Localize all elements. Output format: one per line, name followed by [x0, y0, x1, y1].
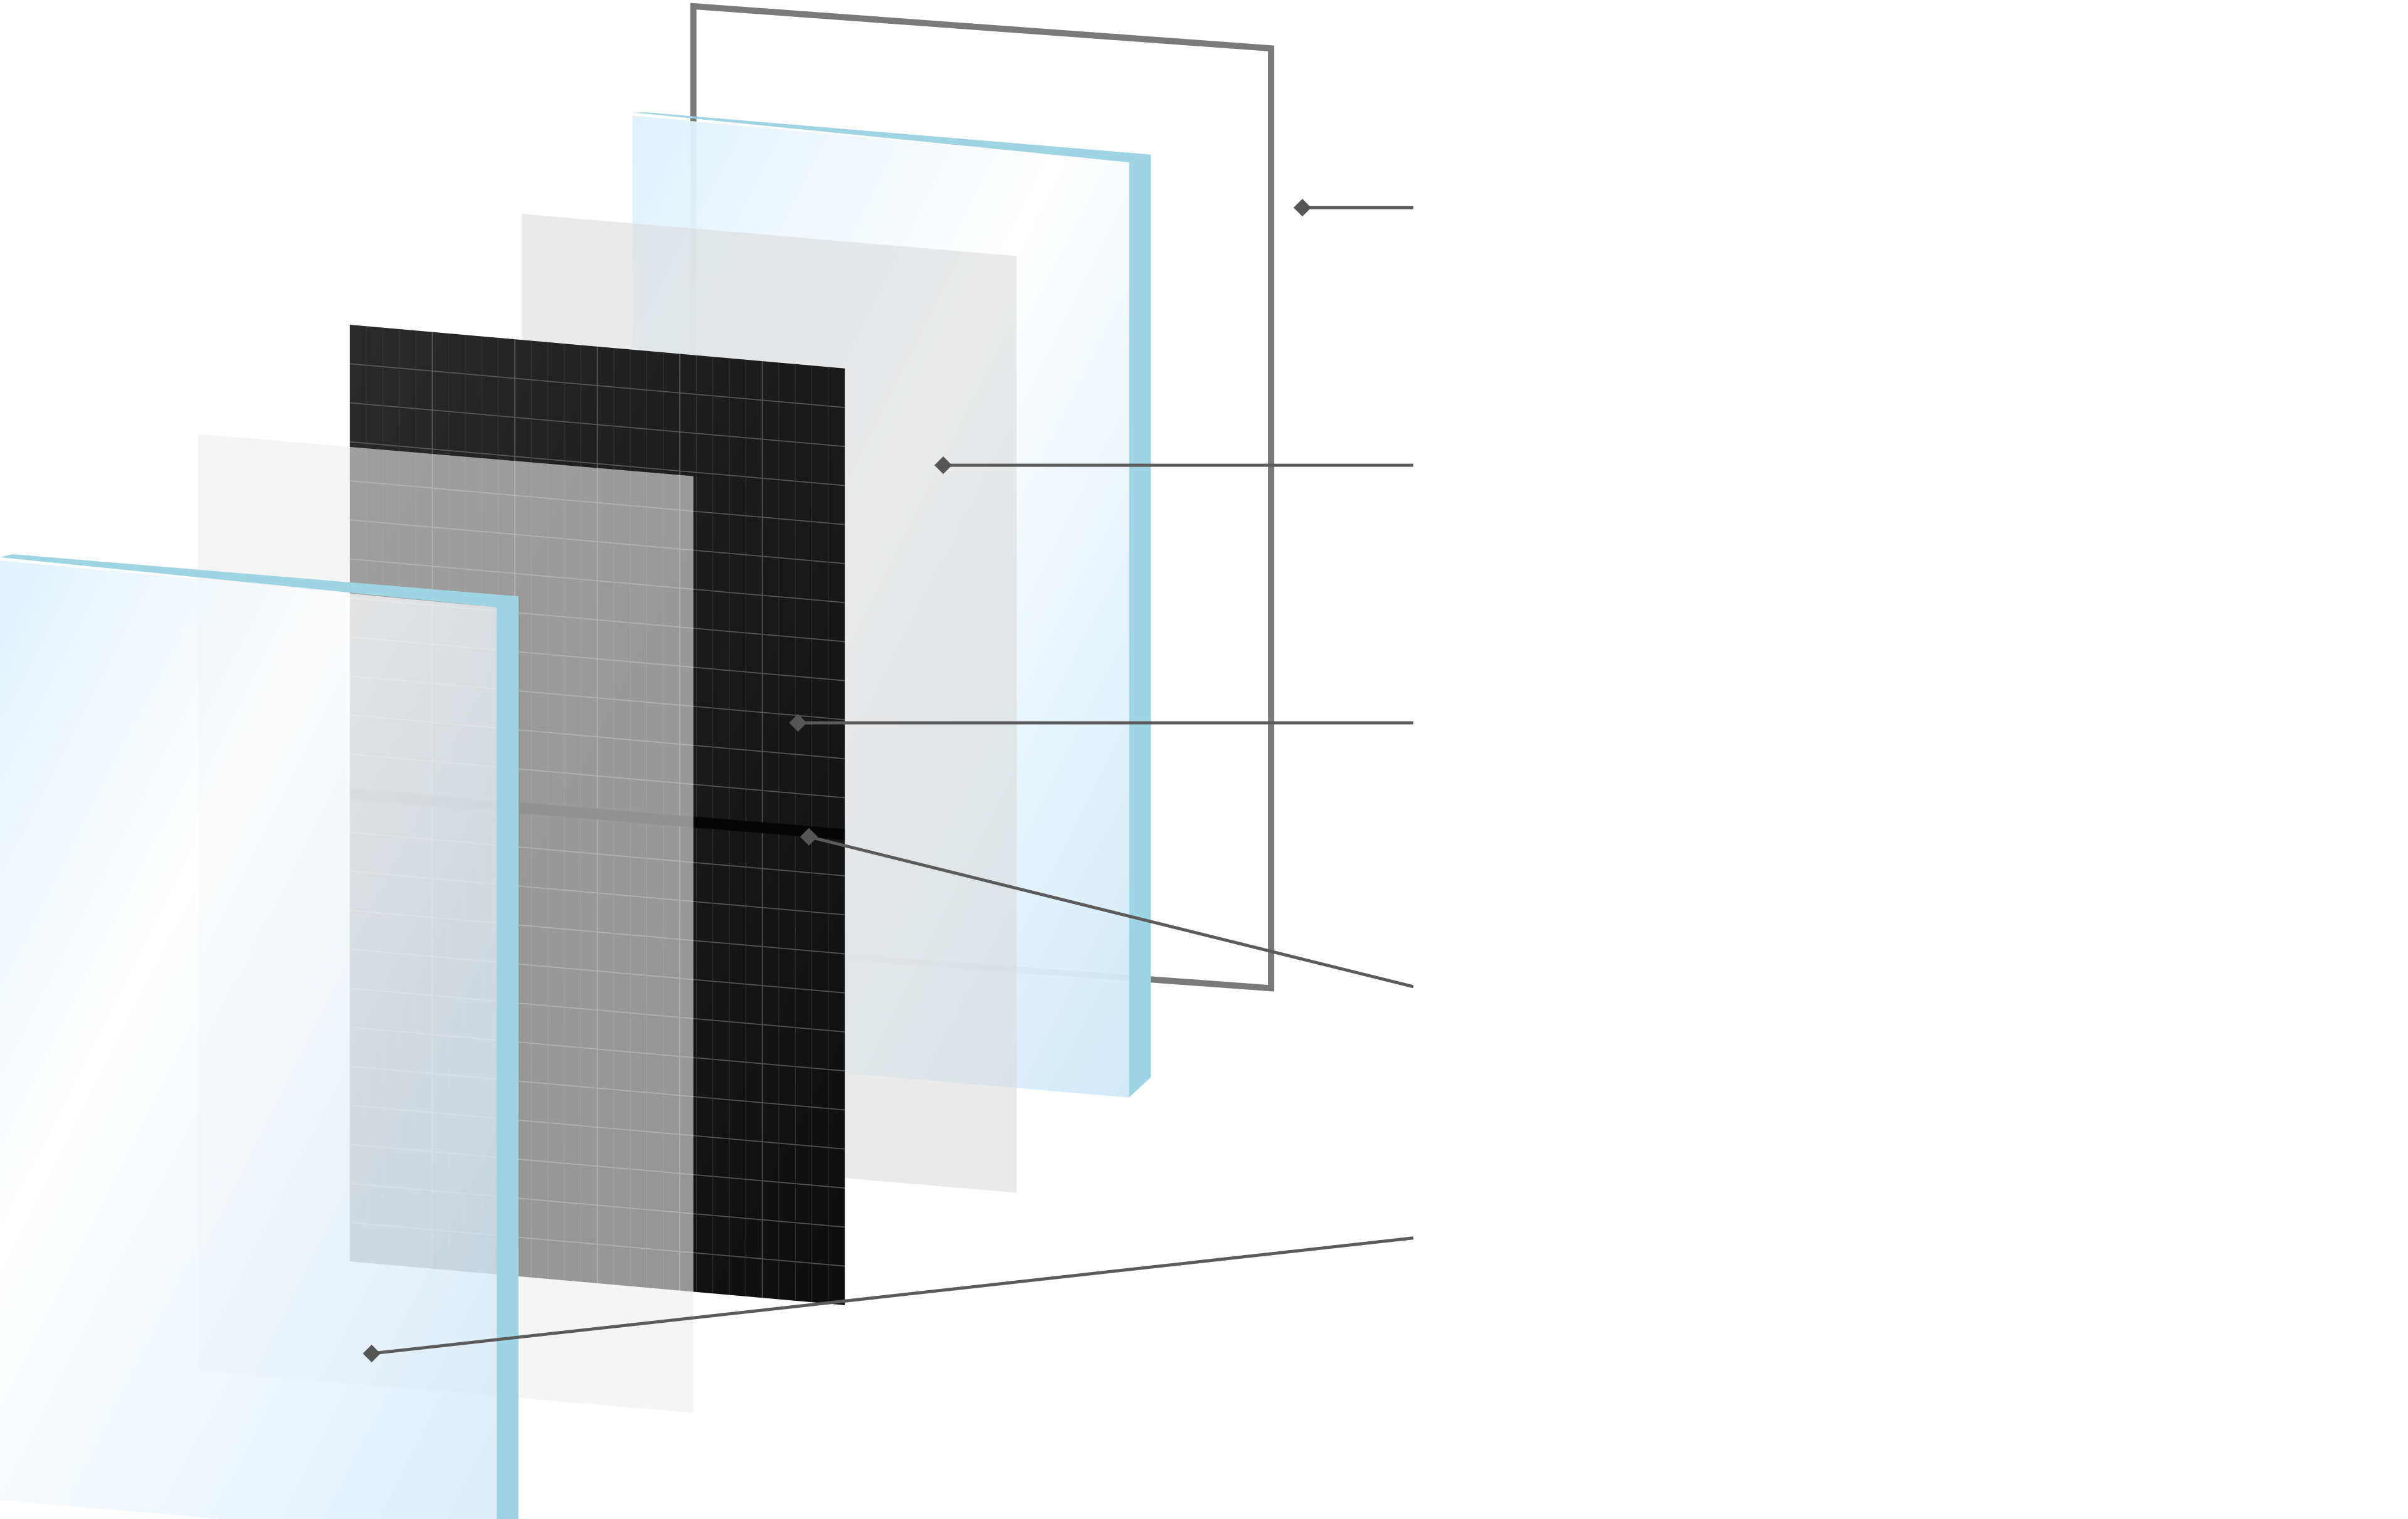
leader-line-front-glass: [371, 1236, 1413, 1355]
front-glass-layer: [0, 554, 519, 1519]
back-glass-edge-top: [632, 112, 1151, 162]
cell-row-divider: [349, 402, 845, 448]
cell-row-divider: [349, 363, 845, 408]
marker-diamond-frame: [1293, 199, 1311, 217]
callouts: [371, 206, 1414, 1355]
back-glass-edge-side: [1129, 154, 1151, 1098]
cell-row-divider: [349, 441, 845, 486]
front-glass-edge-side: [496, 596, 519, 1519]
front-glass-edge-top: [0, 554, 519, 607]
leader-line-busbar: [808, 835, 1414, 989]
front-glass-face: [0, 560, 497, 1519]
marker-diamond-front-glass: [362, 1344, 381, 1363]
